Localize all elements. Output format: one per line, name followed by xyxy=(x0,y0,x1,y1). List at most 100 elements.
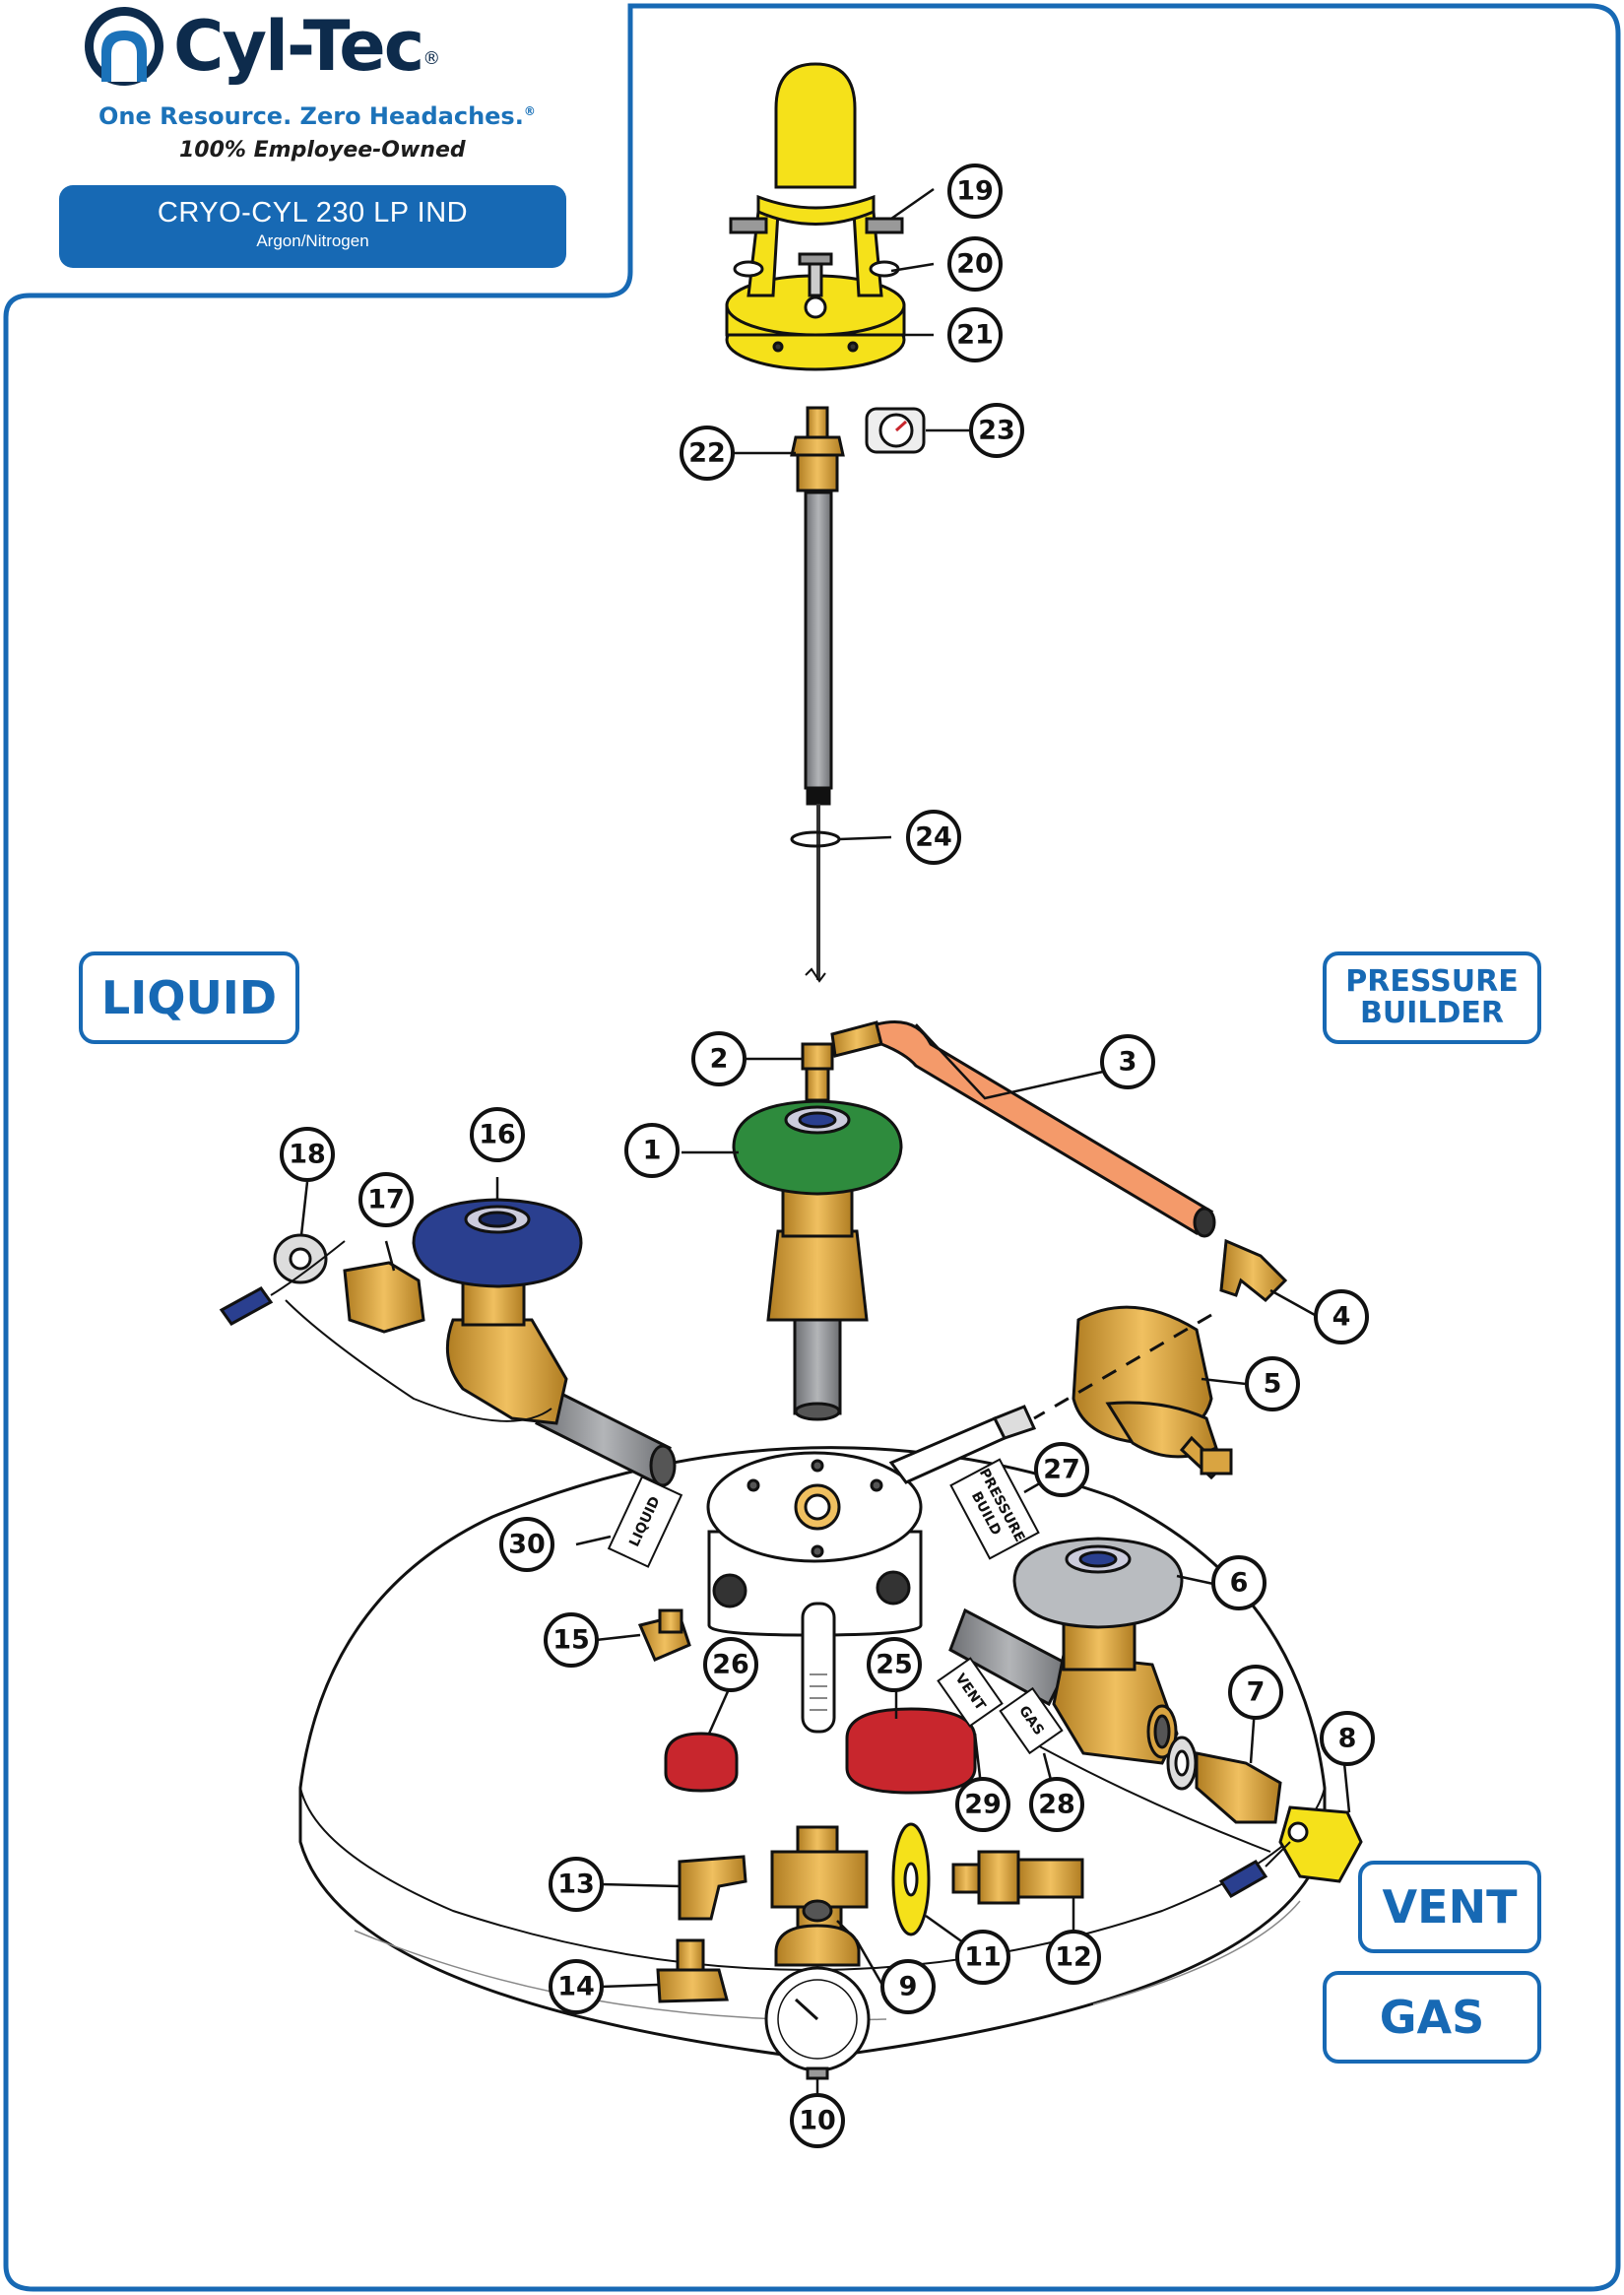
callout-3: 3 xyxy=(1100,1034,1155,1089)
brand-name: Cyl-Tec xyxy=(173,6,424,87)
svg-text:22: 22 xyxy=(688,438,726,469)
callout-26: 26 xyxy=(703,1637,758,1692)
svg-text:15: 15 xyxy=(552,1625,590,1656)
callout-24: 24 xyxy=(906,810,961,865)
sticker-liquid: LIQUID xyxy=(607,1475,683,1568)
svg-text:10: 10 xyxy=(799,2106,836,2136)
callout-10: 10 xyxy=(790,2093,845,2148)
callout-29: 29 xyxy=(955,1777,1010,1832)
svg-text:25: 25 xyxy=(876,1650,913,1680)
callout-12: 12 xyxy=(1046,1930,1101,1985)
svg-text:29: 29 xyxy=(964,1790,1002,1820)
part-3-tube xyxy=(875,1020,1216,1238)
part-13-elbow xyxy=(678,1855,747,1921)
svg-text:12: 12 xyxy=(1055,1942,1092,1973)
svg-text:23: 23 xyxy=(978,416,1015,446)
callout-23: 23 xyxy=(969,403,1024,458)
tag-vent: VENT xyxy=(1358,1861,1541,1953)
callout-13: 13 xyxy=(549,1857,604,1912)
svg-text:4: 4 xyxy=(1332,1302,1351,1333)
part-7-nut xyxy=(1166,1736,1282,1824)
callout-18: 18 xyxy=(280,1127,335,1182)
part-22-fitting xyxy=(790,406,845,492)
callout-25: 25 xyxy=(867,1637,922,1692)
svg-text:21: 21 xyxy=(956,320,994,351)
svg-text:16: 16 xyxy=(479,1120,516,1150)
part-25-26-red-caps xyxy=(664,1707,977,1795)
svg-text:3: 3 xyxy=(1119,1047,1137,1078)
svg-text:1: 1 xyxy=(643,1136,662,1166)
tag-pressure-builder: PRESSURE BUILDER xyxy=(1323,951,1541,1044)
callout-16: 16 xyxy=(470,1107,525,1162)
product-name: CRYO-CYL 230 LP IND xyxy=(157,197,469,229)
callout-leader-lines xyxy=(299,187,1351,2096)
callout-20: 20 xyxy=(947,236,1003,292)
svg-text:14: 14 xyxy=(557,1972,595,2002)
svg-text:8: 8 xyxy=(1338,1724,1357,1754)
tag-pressure-line2: BUILDER xyxy=(1359,996,1504,1030)
callout-6: 6 xyxy=(1211,1555,1267,1610)
sticker-gas: GAS xyxy=(999,1686,1064,1755)
product-title-box: CRYO-CYL 230 LP IND Argon/Nitrogen xyxy=(59,185,566,268)
callout-1: 1 xyxy=(624,1123,680,1178)
tag-gas: GAS xyxy=(1323,1971,1541,2064)
part-8-key-tag xyxy=(1033,1742,1363,1898)
dashed-connector-5 xyxy=(1033,1313,1212,1420)
svg-text:19: 19 xyxy=(956,176,994,207)
callout-11: 11 xyxy=(955,1930,1010,1985)
svg-text:7: 7 xyxy=(1247,1677,1266,1708)
svg-text:17: 17 xyxy=(367,1185,405,1215)
part-14-fitting xyxy=(656,1938,729,2003)
svg-text:2: 2 xyxy=(710,1044,729,1075)
sticker-pressure-build: PRESSURE BUILD xyxy=(949,1458,1040,1560)
callout-8: 8 xyxy=(1320,1711,1375,1766)
svg-text:24: 24 xyxy=(915,822,952,853)
callout-22: 22 xyxy=(680,426,735,481)
sticker-vent: VENT xyxy=(937,1657,1004,1728)
brand-registered-mark: ® xyxy=(422,47,441,69)
manifold-pipes xyxy=(801,1405,1037,1734)
svg-text:27: 27 xyxy=(1043,1455,1080,1485)
svg-text:6: 6 xyxy=(1230,1568,1249,1599)
tag-pressure-line1: PRESSURE xyxy=(1345,964,1519,999)
callout-19: 19 xyxy=(947,164,1003,219)
product-gases: Argon/Nitrogen xyxy=(256,231,369,250)
svg-text:9: 9 xyxy=(899,1972,918,2002)
svg-text:18: 18 xyxy=(289,1140,326,1170)
yellow-guard-assembly xyxy=(725,62,906,371)
manifold-block xyxy=(706,1451,923,1637)
callout-27: 27 xyxy=(1034,1442,1089,1497)
svg-text:28: 28 xyxy=(1038,1790,1075,1820)
dip-tube-assembly xyxy=(790,491,841,983)
svg-text:20: 20 xyxy=(956,249,994,280)
part-9-cross xyxy=(770,1825,869,1940)
callout-28: 28 xyxy=(1029,1777,1084,1832)
part-1-valve-green xyxy=(732,1020,903,1421)
part-12-fitting xyxy=(951,1850,1084,1905)
callout-2: 2 xyxy=(691,1031,747,1086)
cyltec-logo-icon xyxy=(85,7,163,86)
callout-17: 17 xyxy=(358,1172,414,1227)
part-18-key-tag xyxy=(219,1233,552,1422)
tagline-text: One Resource. Zero Headaches. xyxy=(98,102,524,130)
part-23-gauge xyxy=(865,407,926,454)
tagline-mark: ® xyxy=(523,104,536,118)
svg-text:11: 11 xyxy=(964,1942,1002,1973)
callout-9: 9 xyxy=(880,1959,936,2014)
logo: Cyl-Tec ® xyxy=(79,2,440,91)
part-4-elbow xyxy=(1219,1238,1288,1303)
callout-15: 15 xyxy=(544,1612,599,1668)
tag-liquid: LIQUID xyxy=(79,951,299,1044)
callout-7: 7 xyxy=(1228,1665,1283,1720)
part-15-plug xyxy=(637,1608,691,1662)
part-11-gasket xyxy=(891,1822,931,1936)
part-17-fitting xyxy=(343,1261,425,1334)
svg-text:13: 13 xyxy=(557,1869,595,1900)
part-10-pressure-gauge xyxy=(764,1924,871,2080)
part-6-valve-grey xyxy=(948,1537,1184,1765)
brand-tagline: One Resource. Zero Headaches.® xyxy=(98,102,536,130)
callout-30: 30 xyxy=(499,1517,554,1572)
callout-4: 4 xyxy=(1314,1289,1369,1344)
part-16-valve-blue xyxy=(412,1198,677,1487)
